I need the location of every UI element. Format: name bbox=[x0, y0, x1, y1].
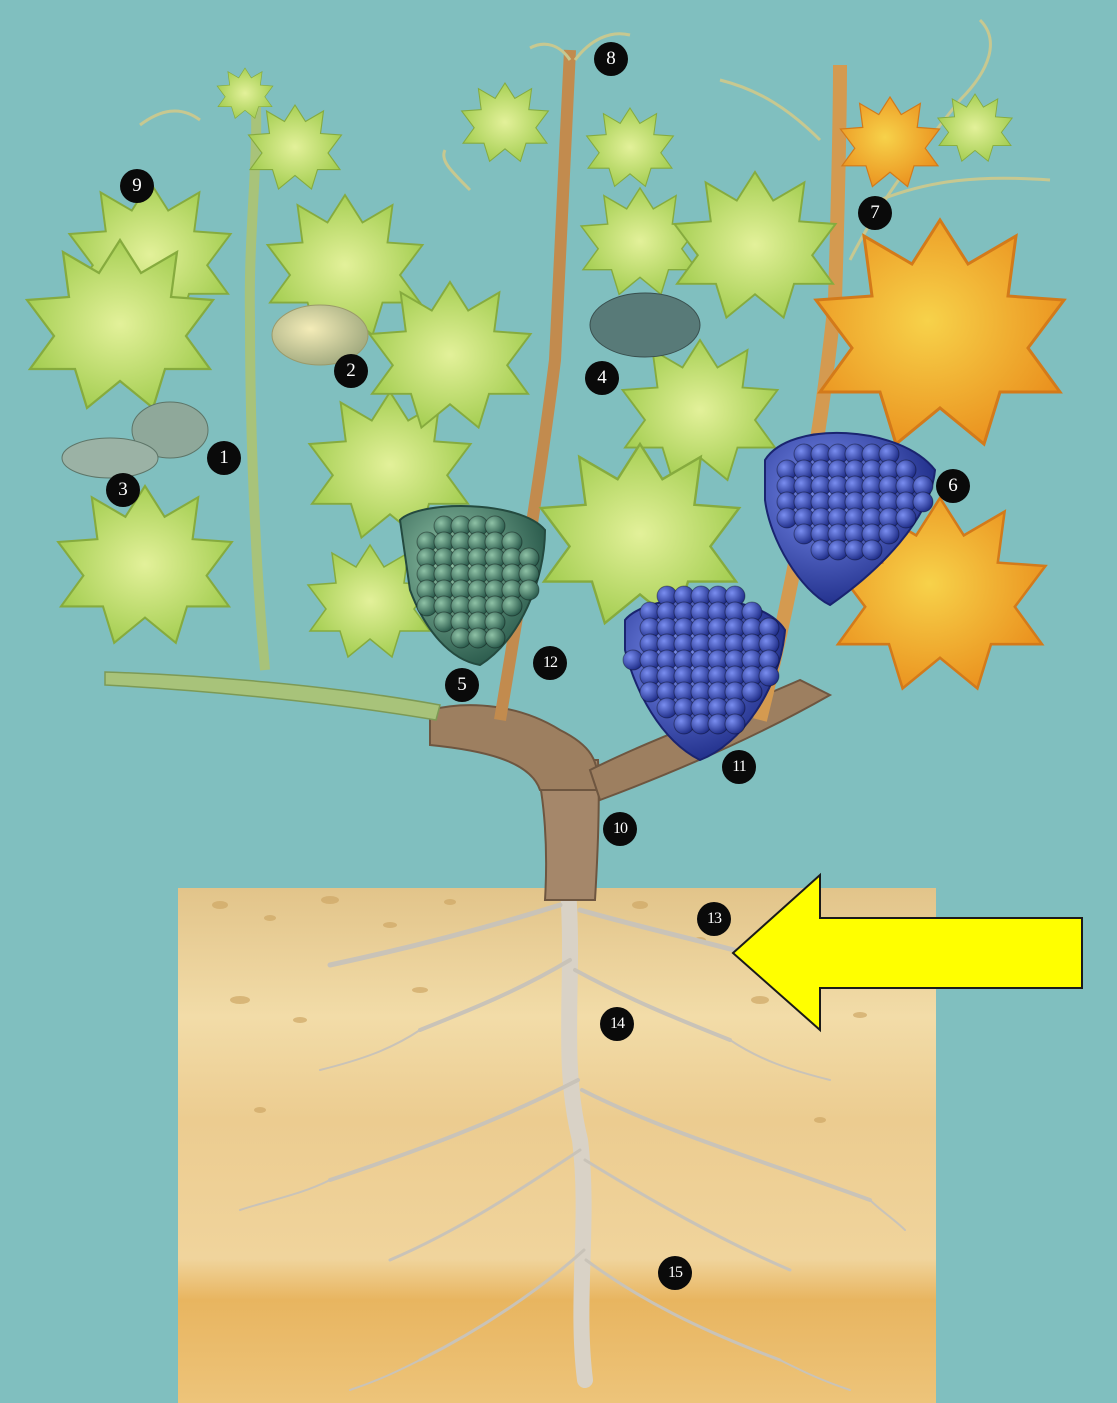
grape-berry bbox=[913, 492, 933, 512]
marker-11: 11 bbox=[722, 750, 756, 784]
leaves bbox=[27, 68, 1064, 688]
grape-berry bbox=[879, 524, 899, 544]
marker-1: 1 bbox=[207, 441, 241, 475]
marker-6: 6 bbox=[936, 469, 970, 503]
grape-berry bbox=[502, 596, 522, 616]
grape-berry bbox=[896, 508, 916, 528]
marker-4: 4 bbox=[585, 361, 619, 395]
marker-9: 9 bbox=[120, 169, 154, 203]
marker-15: 15 bbox=[658, 1256, 692, 1290]
marker-14: 14 bbox=[600, 1007, 634, 1041]
grape-berry bbox=[485, 628, 505, 648]
marker-7: 7 bbox=[858, 196, 892, 230]
marker-3: 3 bbox=[106, 473, 140, 507]
grape-berry bbox=[862, 540, 882, 560]
grape-berry bbox=[725, 714, 745, 734]
marker-2: 2 bbox=[334, 354, 368, 388]
marker-8: 8 bbox=[594, 42, 628, 76]
marker-5: 5 bbox=[445, 668, 479, 702]
marker-12: 12 bbox=[533, 646, 567, 680]
grape-berry bbox=[519, 580, 539, 600]
marker-10: 10 bbox=[603, 812, 637, 846]
grape-berry bbox=[759, 666, 779, 686]
grape-berry bbox=[742, 682, 762, 702]
marker-13: 13 bbox=[697, 902, 731, 936]
